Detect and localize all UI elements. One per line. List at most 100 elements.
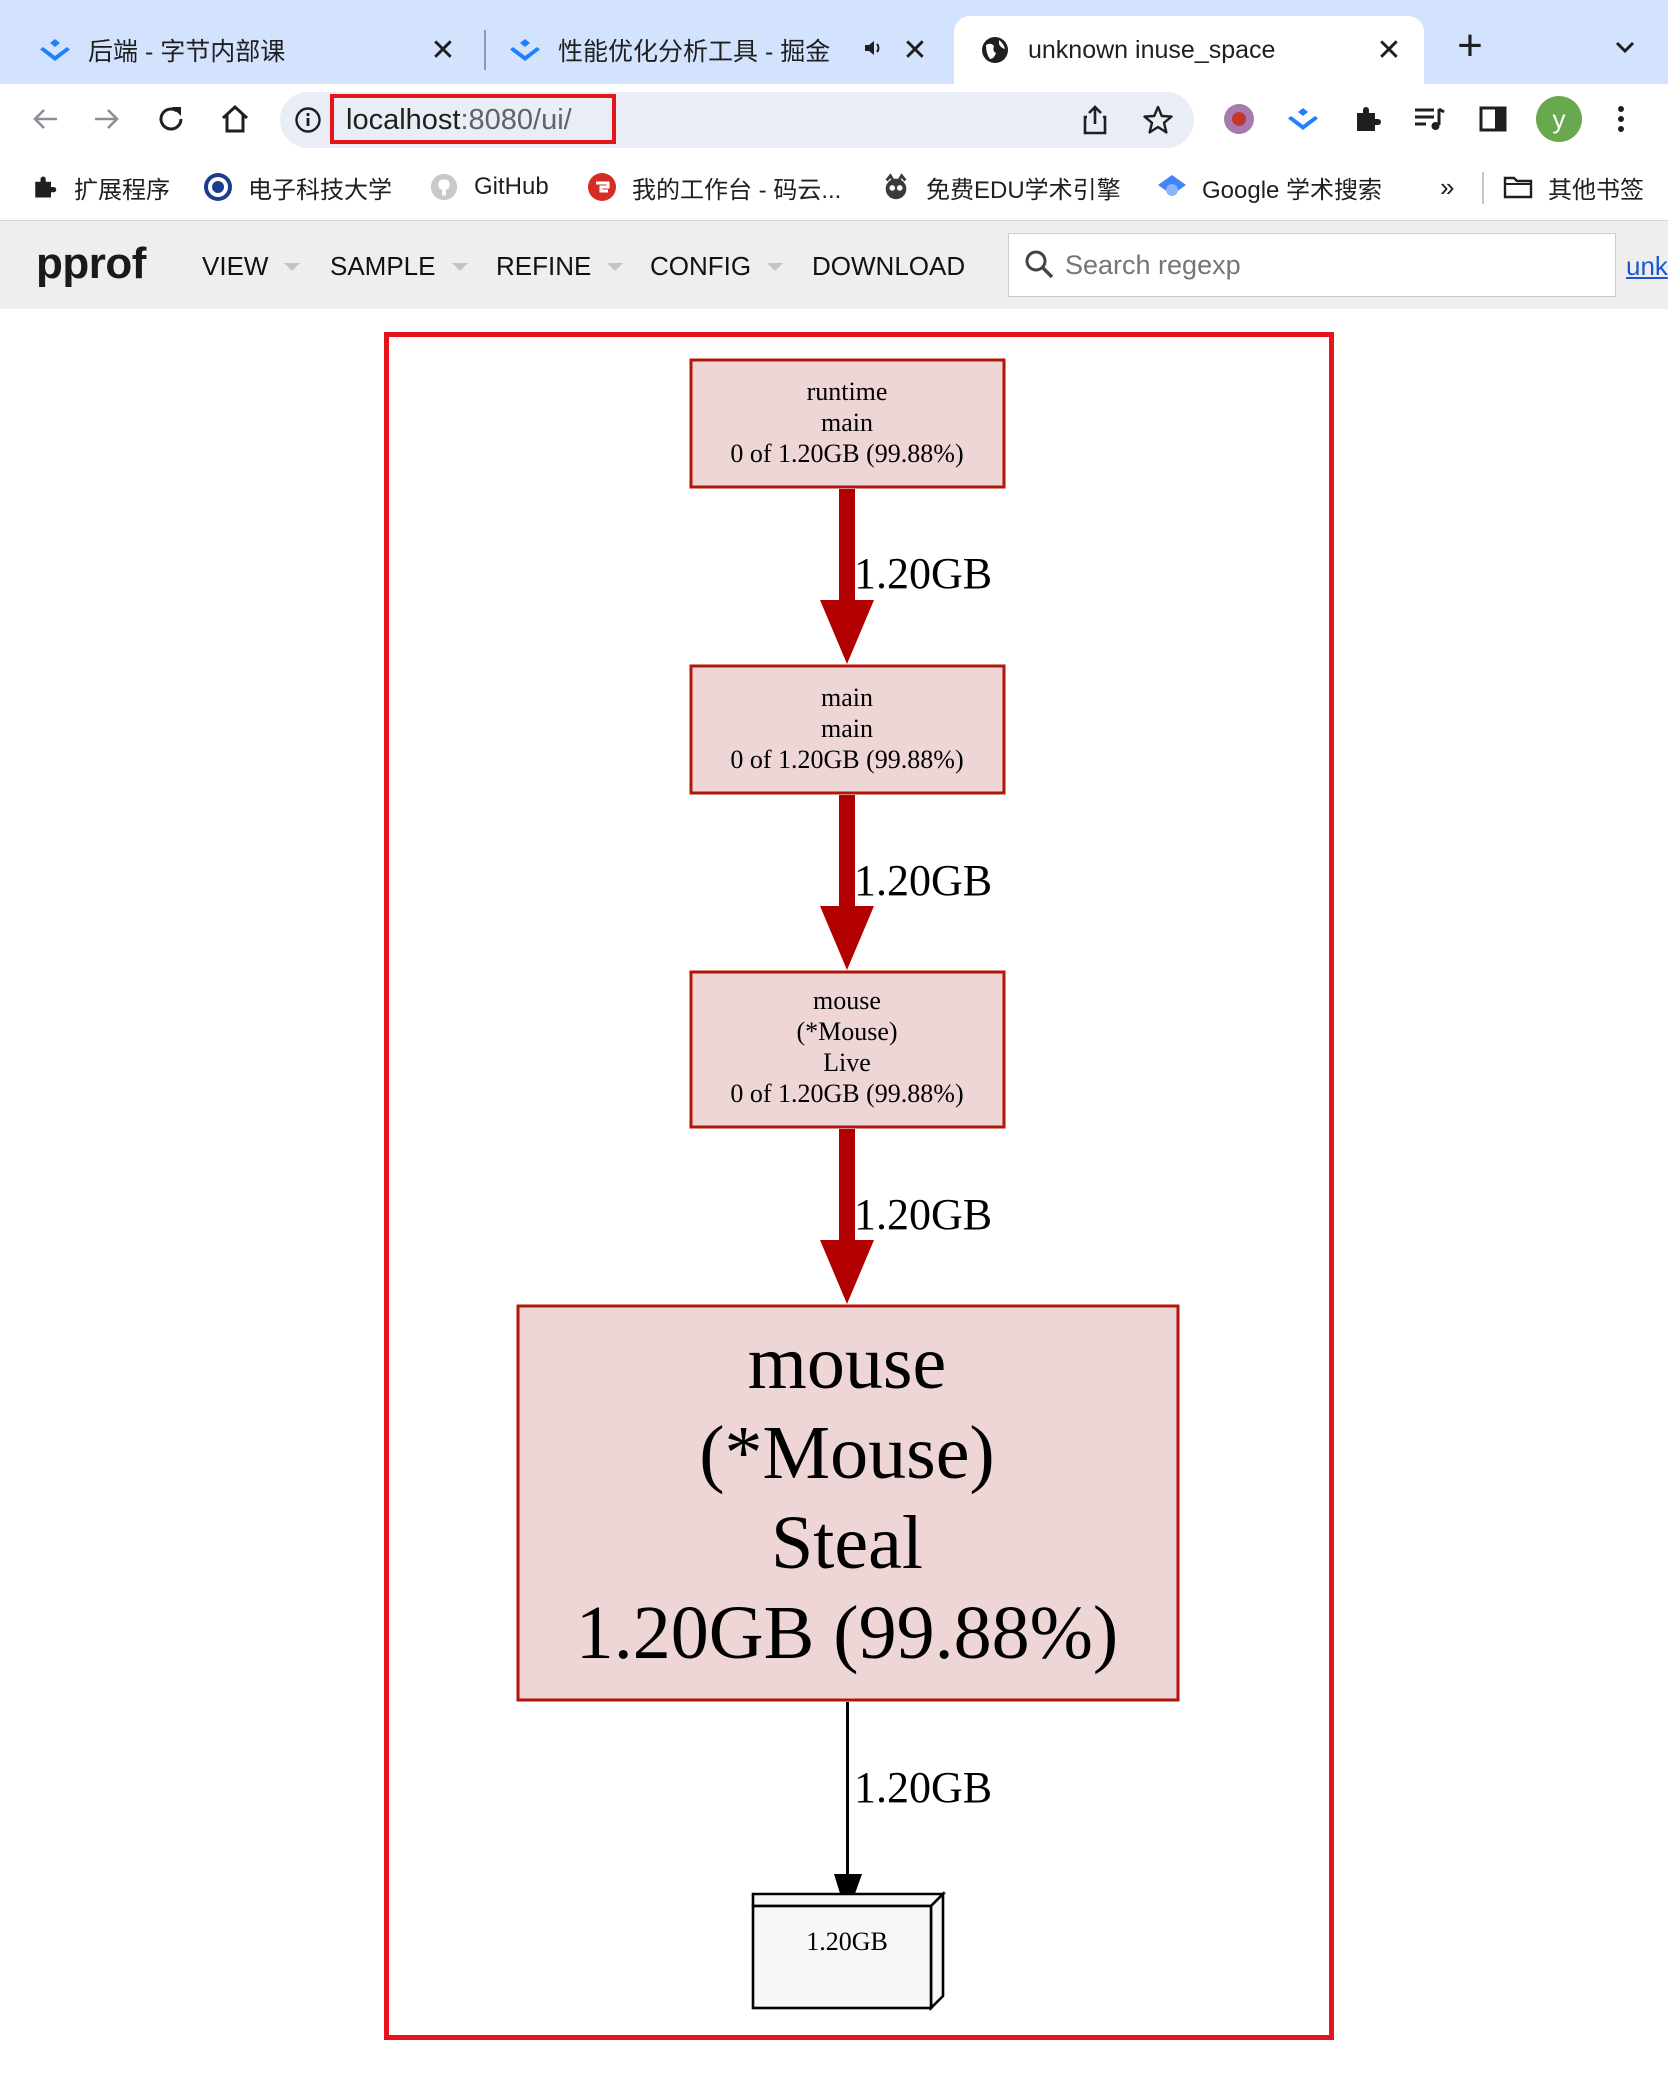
menu-view[interactable]: VIEW (202, 251, 301, 282)
node-label: (*Mouse) (699, 1411, 995, 1495)
tab-backend[interactable]: 后端 - 字节内部课 ✕ (0, 16, 478, 84)
menu-sample[interactable]: SAMPLE (330, 251, 468, 282)
reload-icon[interactable] (148, 96, 194, 142)
tab-perf-tools[interactable]: 性能优化分析工具 - 掘金 ✕ (490, 16, 950, 84)
bookmark-uestc[interactable]: 电子科技大学 (202, 168, 392, 206)
node-label: Live (823, 1048, 871, 1077)
bookmarks-divider (1482, 172, 1484, 204)
graph-node-main-main[interactable]: main main 0 of 1.20GB (99.88%) (689, 664, 1006, 795)
node-label: 0 of 1.20GB (99.88%) (730, 1079, 963, 1108)
graph-node-mouse-steal[interactable]: mouse (*Mouse) Steal 1.20GB (99.88%) (516, 1304, 1180, 1702)
folder-icon (1502, 171, 1534, 203)
close-icon[interactable]: ✕ (430, 33, 456, 67)
node-label: main (821, 408, 873, 437)
node-box (516, 1304, 1180, 1702)
node-box (689, 664, 1006, 795)
bookmark-edu-engine[interactable]: 免费EDU学术引擎 (880, 168, 1121, 206)
media-control-icon[interactable] (1406, 96, 1452, 142)
url-text[interactable]: localhost:8080/ui/ (346, 100, 572, 140)
edge-shaft (839, 1129, 855, 1243)
bookmark-gitee[interactable]: 我的工作台 - 码云... (586, 168, 841, 206)
address-bar[interactable] (280, 92, 1194, 148)
new-tab-button[interactable]: + (1457, 21, 1483, 70)
profile-name-link[interactable]: unk (1626, 251, 1668, 281)
node-box (689, 358, 1006, 489)
node-label: mouse (813, 986, 881, 1015)
node-label: runtime (807, 377, 888, 406)
side-panel-icon[interactable] (1470, 96, 1516, 142)
close-icon[interactable]: ✕ (902, 33, 928, 67)
bookmark-label: Google 学术搜索 (1202, 176, 1383, 204)
pprof-logo: pprof (36, 239, 146, 288)
juejin-logo-icon (508, 33, 542, 67)
caret-down-icon (607, 262, 624, 271)
node-label: main (821, 714, 873, 743)
pprof-header: pprof VIEW SAMPLE REFINE CONFIG DOWNLOAD… (0, 221, 1668, 309)
tab-pprof-active[interactable]: unknown inuse_space ✕ (954, 16, 1424, 84)
speaker-icon[interactable] (862, 36, 886, 67)
edge-label: 1.20GB (854, 549, 992, 598)
node-box (689, 970, 1006, 1129)
chevron-down-icon[interactable] (1608, 30, 1642, 64)
graph-edge[interactable]: 1.20GB (834, 1702, 992, 1916)
search-box[interactable] (1008, 233, 1616, 297)
bookmarks-overflow-button[interactable]: » (1440, 171, 1455, 202)
node-label: 1.20GB (806, 1927, 888, 1956)
graph-node-runtime-main[interactable]: runtime main 0 of 1.20GB (99.88%) (689, 358, 1006, 489)
info-icon[interactable] (294, 106, 322, 139)
node-label: mouse (748, 1321, 946, 1405)
graph-node-mouse-live[interactable]: mouse (*Mouse) Live 0 of 1.20GB (99.88%) (689, 970, 1006, 1129)
extension-avatar-icon[interactable] (1216, 96, 1262, 142)
bookmark-other-folder[interactable]: 其他书签 (1502, 168, 1644, 206)
node-label: 0 of 1.20GB (99.88%) (730, 745, 963, 774)
menu-refine[interactable]: REFINE (496, 251, 624, 282)
close-icon[interactable]: ✕ (1376, 33, 1402, 67)
bookmark-extensions[interactable]: 扩展程序 (28, 168, 170, 206)
graph-edge[interactable]: 1.20GB (820, 489, 992, 664)
browser-toolbar (0, 84, 1668, 154)
node-label: Steal (771, 1501, 923, 1585)
caret-down-icon (451, 262, 468, 271)
menu-config[interactable]: CONFIG (650, 251, 784, 282)
node-label: 1.20GB (99.88%) (576, 1591, 1119, 1675)
caret-down-icon (767, 262, 784, 271)
menu-download[interactable]: DOWNLOAD (812, 251, 965, 282)
profile-avatar[interactable]: y (1536, 96, 1582, 142)
menu-label: VIEW (202, 251, 269, 281)
url-path: :8080/ui/ (460, 104, 572, 136)
back-icon[interactable] (22, 96, 68, 142)
caret-down-icon (284, 262, 301, 271)
puzzle-icon[interactable] (1344, 96, 1390, 142)
more-menu-icon[interactable] (1598, 96, 1644, 142)
bookmark-label: 我的工作台 - 码云... (632, 176, 842, 204)
edge-shaft (846, 1702, 849, 1878)
gitee-icon (586, 171, 618, 203)
edge-arrowhead (820, 906, 874, 970)
edge-arrowhead (820, 600, 874, 664)
bookmark-star-icon[interactable] (1142, 104, 1174, 141)
juejin-extension-icon[interactable] (1280, 96, 1326, 142)
menu-label: SAMPLE (330, 251, 436, 281)
edge-label: 1.20GB (854, 1763, 992, 1812)
bookmark-label: 电子科技大学 (248, 176, 392, 204)
home-icon[interactable] (212, 96, 258, 142)
globe-icon (978, 33, 1012, 67)
forward-icon[interactable] (84, 96, 130, 142)
url-host: localhost (346, 104, 461, 136)
bookmark-label: 免费EDU学术引擎 (926, 176, 1121, 204)
github-icon (428, 171, 460, 203)
graph-node-alloc-size[interactable]: 1.20GB (751, 1890, 947, 2012)
bookmark-google-scholar[interactable]: Google 学术搜索 (1156, 168, 1382, 206)
share-icon[interactable] (1080, 104, 1110, 141)
node-label: main (821, 683, 873, 712)
search-input[interactable] (1063, 242, 1587, 288)
bookmarks-bar: 扩展程序 电子科技大学 GitHub 我的工作台 - 码云... 免费EDU学术… (0, 154, 1668, 221)
puzzle-icon (28, 171, 60, 203)
edge-label: 1.20GB (854, 1190, 992, 1239)
node-label: (*Mouse) (796, 1017, 897, 1046)
bookmark-github[interactable]: GitHub (428, 168, 549, 206)
menu-label: REFINE (496, 251, 592, 281)
graph-edge[interactable]: 1.20GB (820, 795, 992, 970)
graph-edge[interactable]: 1.20GB (820, 1129, 992, 1304)
edu-engine-icon (880, 171, 912, 203)
